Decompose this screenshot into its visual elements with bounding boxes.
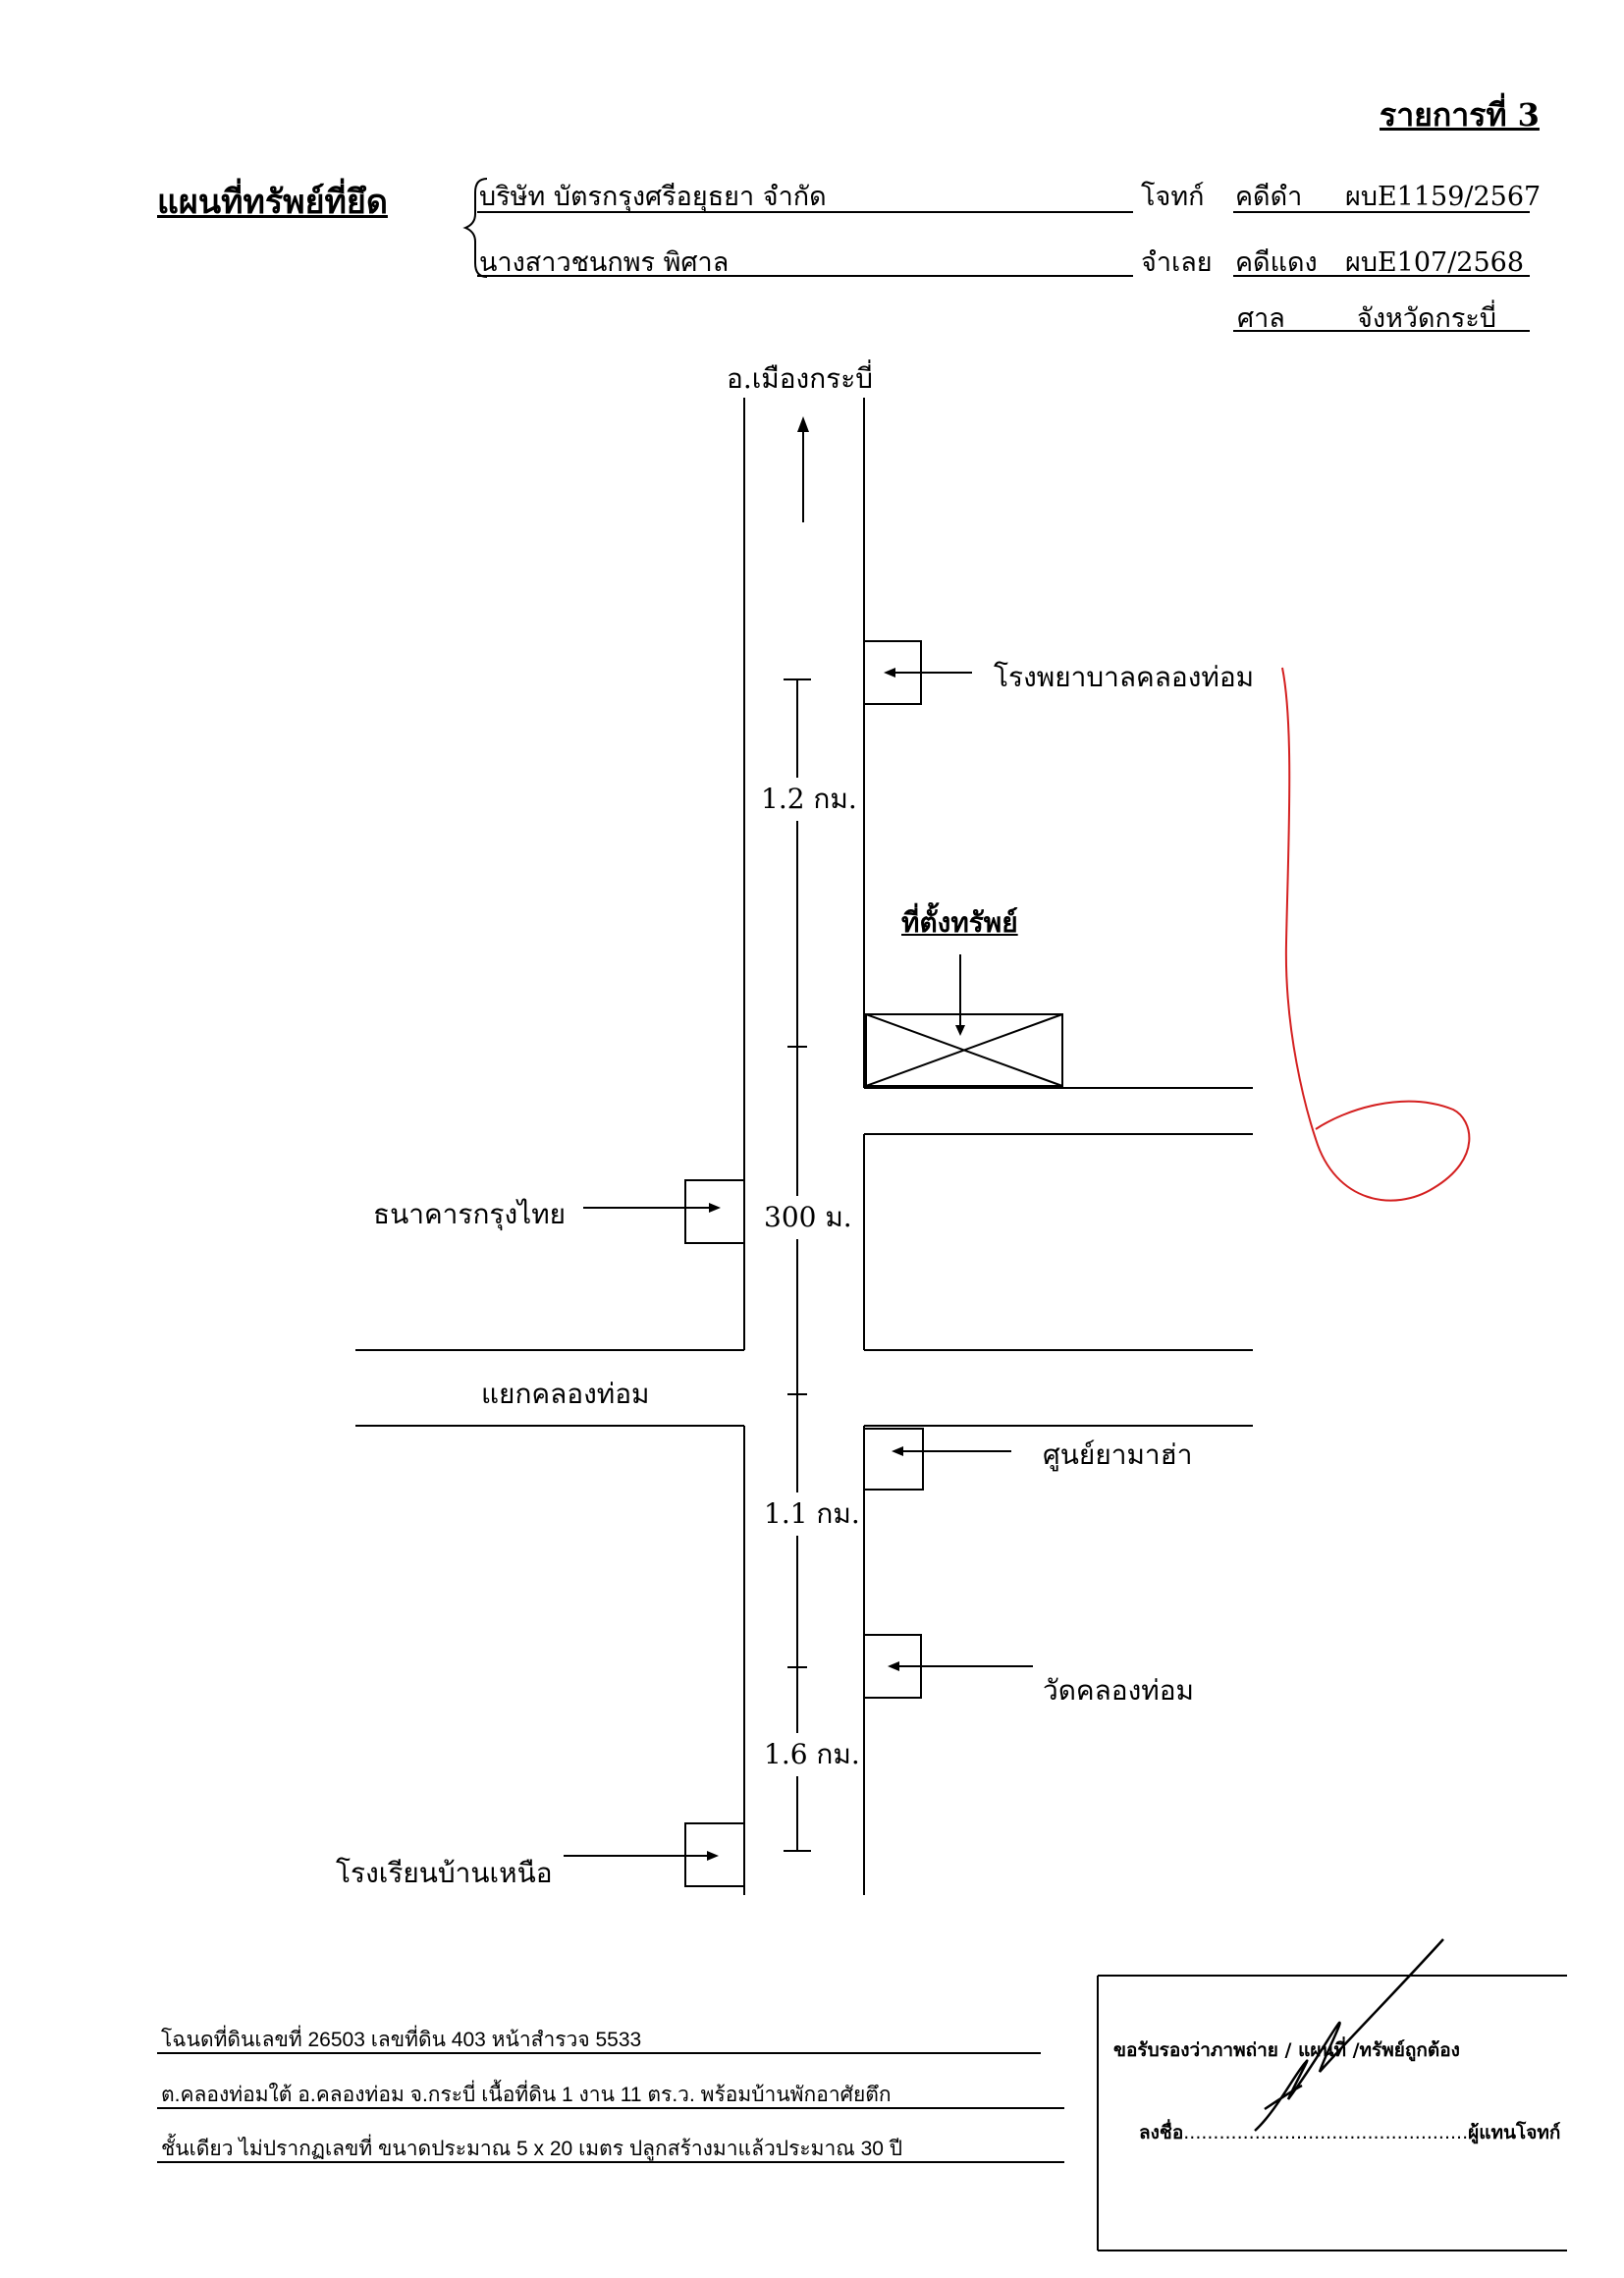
yamaha-label: ศูนย์ยามาฮ่า [1043, 1438, 1193, 1471]
distance-label-1: 1.2 กม. [761, 778, 857, 821]
sign-prefix: ลงชื่อ [1139, 2122, 1184, 2143]
deed-line-2: ต.คลองท่อมใต้ อ.คลองท่อม จ.กระบี่ เนื้อท… [161, 2084, 892, 2106]
defendant-underline [477, 275, 1133, 277]
red-case-underline [1233, 275, 1530, 277]
hospital-box [863, 640, 922, 705]
plaintiff-underline [477, 211, 1133, 213]
school-box [684, 1822, 745, 1887]
junction-label: แยกคลองท่อม [481, 1378, 650, 1410]
sign-dots: ........................................… [1183, 2122, 1469, 2143]
signature-line: ลงชื่อ..................................… [1139, 2118, 1560, 2147]
court-name: จังหวัดกระบี่ [1357, 303, 1496, 334]
black-case-number: ผบE1159/2567 [1345, 182, 1542, 212]
court-underline [1233, 330, 1530, 332]
yamaha-box [863, 1428, 924, 1491]
property-box [865, 1013, 1063, 1087]
page-title: แผนที่ทรัพย์ที่ยึด [157, 183, 388, 222]
distance-label-3: 1.1 กม. [764, 1492, 860, 1536]
black-case-underline [1233, 211, 1530, 213]
bank-label: ธนาคารกรุงไทย [373, 1198, 567, 1230]
defendant-role: จำเลย [1141, 247, 1213, 278]
temple-label: วัดคลองท่อม [1043, 1674, 1195, 1707]
hospital-label: โรงพยาบาลคลองท่อม [994, 661, 1255, 693]
red-case-label: คดีแดง [1235, 247, 1318, 278]
red-check-mark [1281, 667, 1471, 1202]
defendant-name: นางสาวชนกพร พิศาล [479, 247, 730, 278]
item-number: รายการที่ 3 [1380, 96, 1540, 134]
temple-box [863, 1634, 922, 1699]
sign-suffix: ผู้แทนโจทก์ [1468, 2122, 1561, 2143]
distance-label-2: 300 ม. [764, 1196, 852, 1239]
school-label: โรงเรียนบ้านเหนือ [336, 1857, 553, 1889]
black-case-label: คดีดำ [1235, 182, 1303, 212]
plaintiff-role: โจทก์ [1141, 182, 1205, 212]
plaintiff-name: บริษัท บัตรกรุงศรีอยุธยา จำกัด [479, 182, 827, 212]
direction-label: อ.เมืองกระบี่ [727, 362, 874, 395]
deed-line-1: โฉนดที่ดินเลขที่ 26503 เลขที่ดิน 403 หน้… [161, 2029, 642, 2051]
deed-underline-1 [157, 2052, 1041, 2054]
property-location-label: ที่ตั้งทรัพย์ [901, 906, 1018, 939]
certification-statement: ขอรับรองว่าภาพถ่าย / แผนที่ /ทรัพย์ถูกต้… [1113, 2039, 1460, 2061]
court-label: ศาล [1237, 303, 1285, 334]
bank-box [684, 1179, 745, 1244]
red-case-number: ผบE107/2568 [1345, 247, 1525, 278]
deed-underline-2 [157, 2107, 1064, 2109]
deed-line-3: ชั้นเดียว ไม่ปรากฏเลขที่ ขนาดประมาณ 5 x … [161, 2138, 903, 2160]
deed-underline-3 [157, 2161, 1064, 2163]
distance-label-4: 1.6 กม. [764, 1733, 860, 1776]
